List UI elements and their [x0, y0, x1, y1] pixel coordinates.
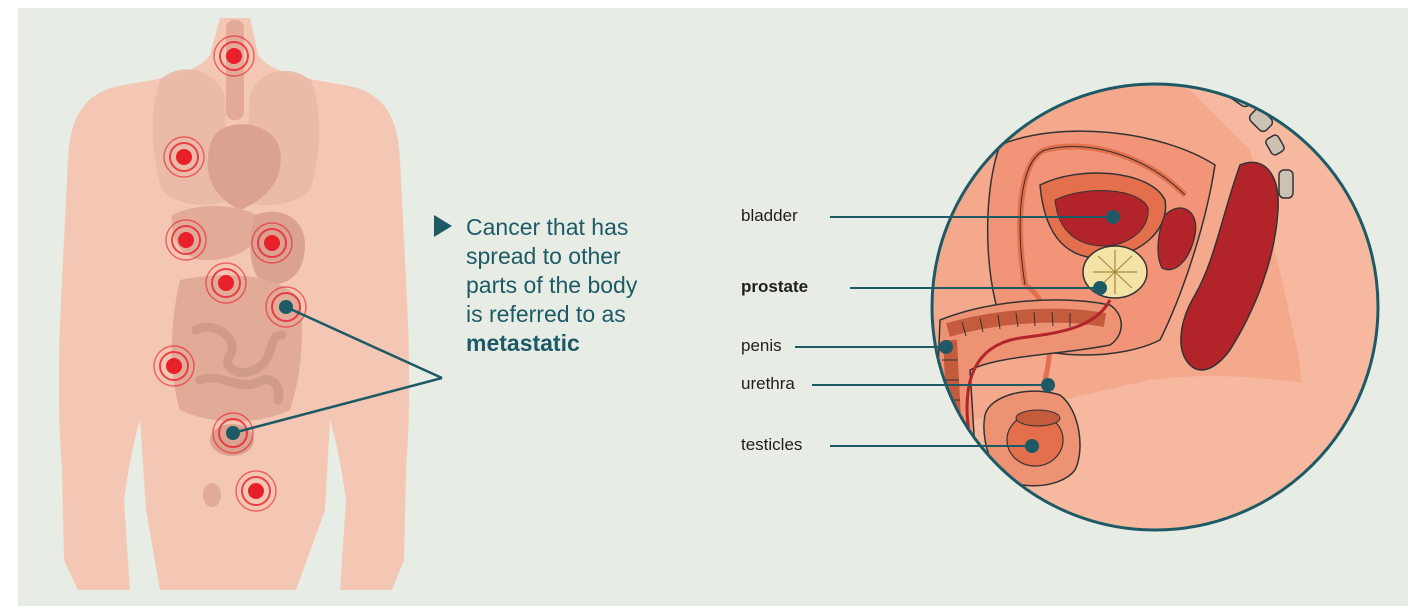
bladder-dot [1106, 210, 1120, 224]
label-testicles: testicles [741, 435, 802, 455]
metastasis-marker-colon [154, 346, 194, 386]
callout-line-1: Cancer that has [466, 213, 706, 242]
label-prostate: prostate [741, 277, 808, 297]
urethra-dot [1041, 378, 1055, 392]
callout-line-2: spread to other [466, 242, 706, 271]
metastasis-marker-stomach [252, 223, 292, 263]
metastasis-marker-lung [164, 137, 204, 177]
callout-line-4: is referred to as [466, 300, 706, 329]
callout-emphasis: metastatic [466, 329, 706, 358]
label-penis: penis [741, 336, 782, 356]
metastasis-marker-bone [236, 471, 276, 511]
label-bladder: bladder [741, 206, 798, 226]
metastasis-marker-abdomen [206, 263, 246, 303]
callout-arrow-icon [434, 215, 452, 237]
metastasis-marker-throat [214, 36, 254, 76]
pelvic-anatomy [930, 79, 1400, 540]
testicles-dot [1025, 439, 1039, 453]
penis-dot [939, 340, 953, 354]
metastasis-marker-liver [166, 220, 206, 260]
body-silhouette [59, 18, 409, 590]
callout-line-3: parts of the body [466, 271, 706, 300]
metastatic-callout: Cancer that has spread to other parts of… [466, 213, 706, 358]
prostate-dot [1093, 281, 1107, 295]
label-urethra: urethra [741, 374, 795, 394]
